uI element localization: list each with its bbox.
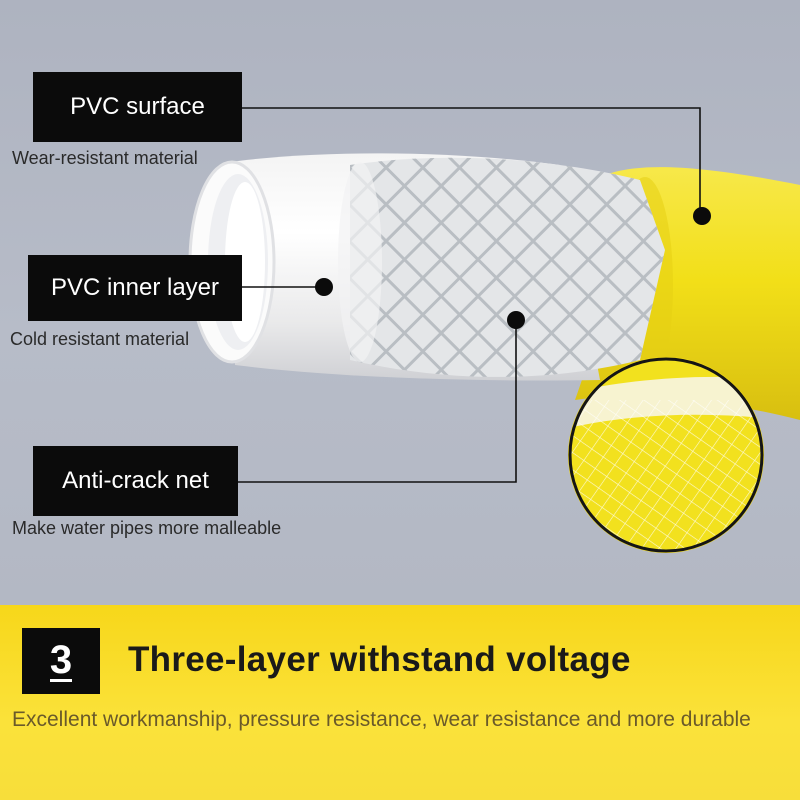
label-title: Anti-crack net: [62, 467, 209, 494]
label-anti-crack-net: Anti-crack net: [33, 446, 238, 516]
feature-number-badge: 3: [22, 628, 100, 694]
label-title: PVC surface: [70, 93, 205, 120]
dot-marker-net: [507, 311, 525, 329]
leader-lines: [238, 107, 701, 483]
feature-description: Excellent workmanship, pressure resistan…: [12, 708, 751, 731]
label-pvc-surface: PVC surface: [33, 72, 242, 142]
caption-cold-resistant: Cold resistant material: [10, 329, 190, 349]
label-pvc-inner-layer: PVC inner layer: [28, 255, 242, 321]
caption-malleable: Make water pipes more malleable: [12, 518, 282, 538]
leader-line-surface: [242, 107, 701, 216]
dot-marker-inner: [315, 278, 333, 296]
feature-banner: [0, 605, 800, 800]
leader-line-net: [238, 320, 517, 483]
label-title: PVC inner layer: [50, 274, 220, 301]
anti-crack-net-layer: [338, 157, 665, 377]
feature-headline: Three-layer withstand voltage: [128, 640, 631, 679]
caption-wear-resistant: Wear-resistant material: [12, 148, 198, 168]
magnified-detail-circle: [568, 357, 764, 553]
feature-number: 3: [49, 637, 73, 682]
dot-marker-surface: [693, 207, 711, 225]
